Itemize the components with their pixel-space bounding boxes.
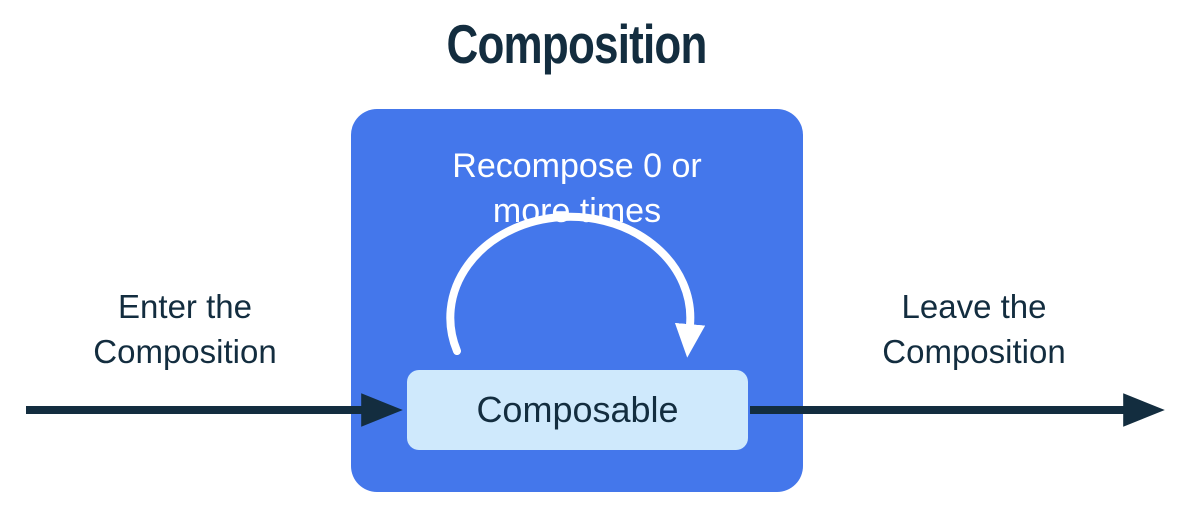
recompose-label: Recompose 0 or more times [452, 147, 702, 230]
leave-composition-label: Leave the Composition [882, 288, 1066, 370]
composable-label: Composable [476, 389, 679, 430]
diagram-title: Composition [351, 12, 803, 76]
diagram-title-text: Composition [446, 13, 708, 75]
composable-box: Composable [407, 370, 748, 450]
enter-composition-label: Enter the Composition [93, 288, 277, 370]
